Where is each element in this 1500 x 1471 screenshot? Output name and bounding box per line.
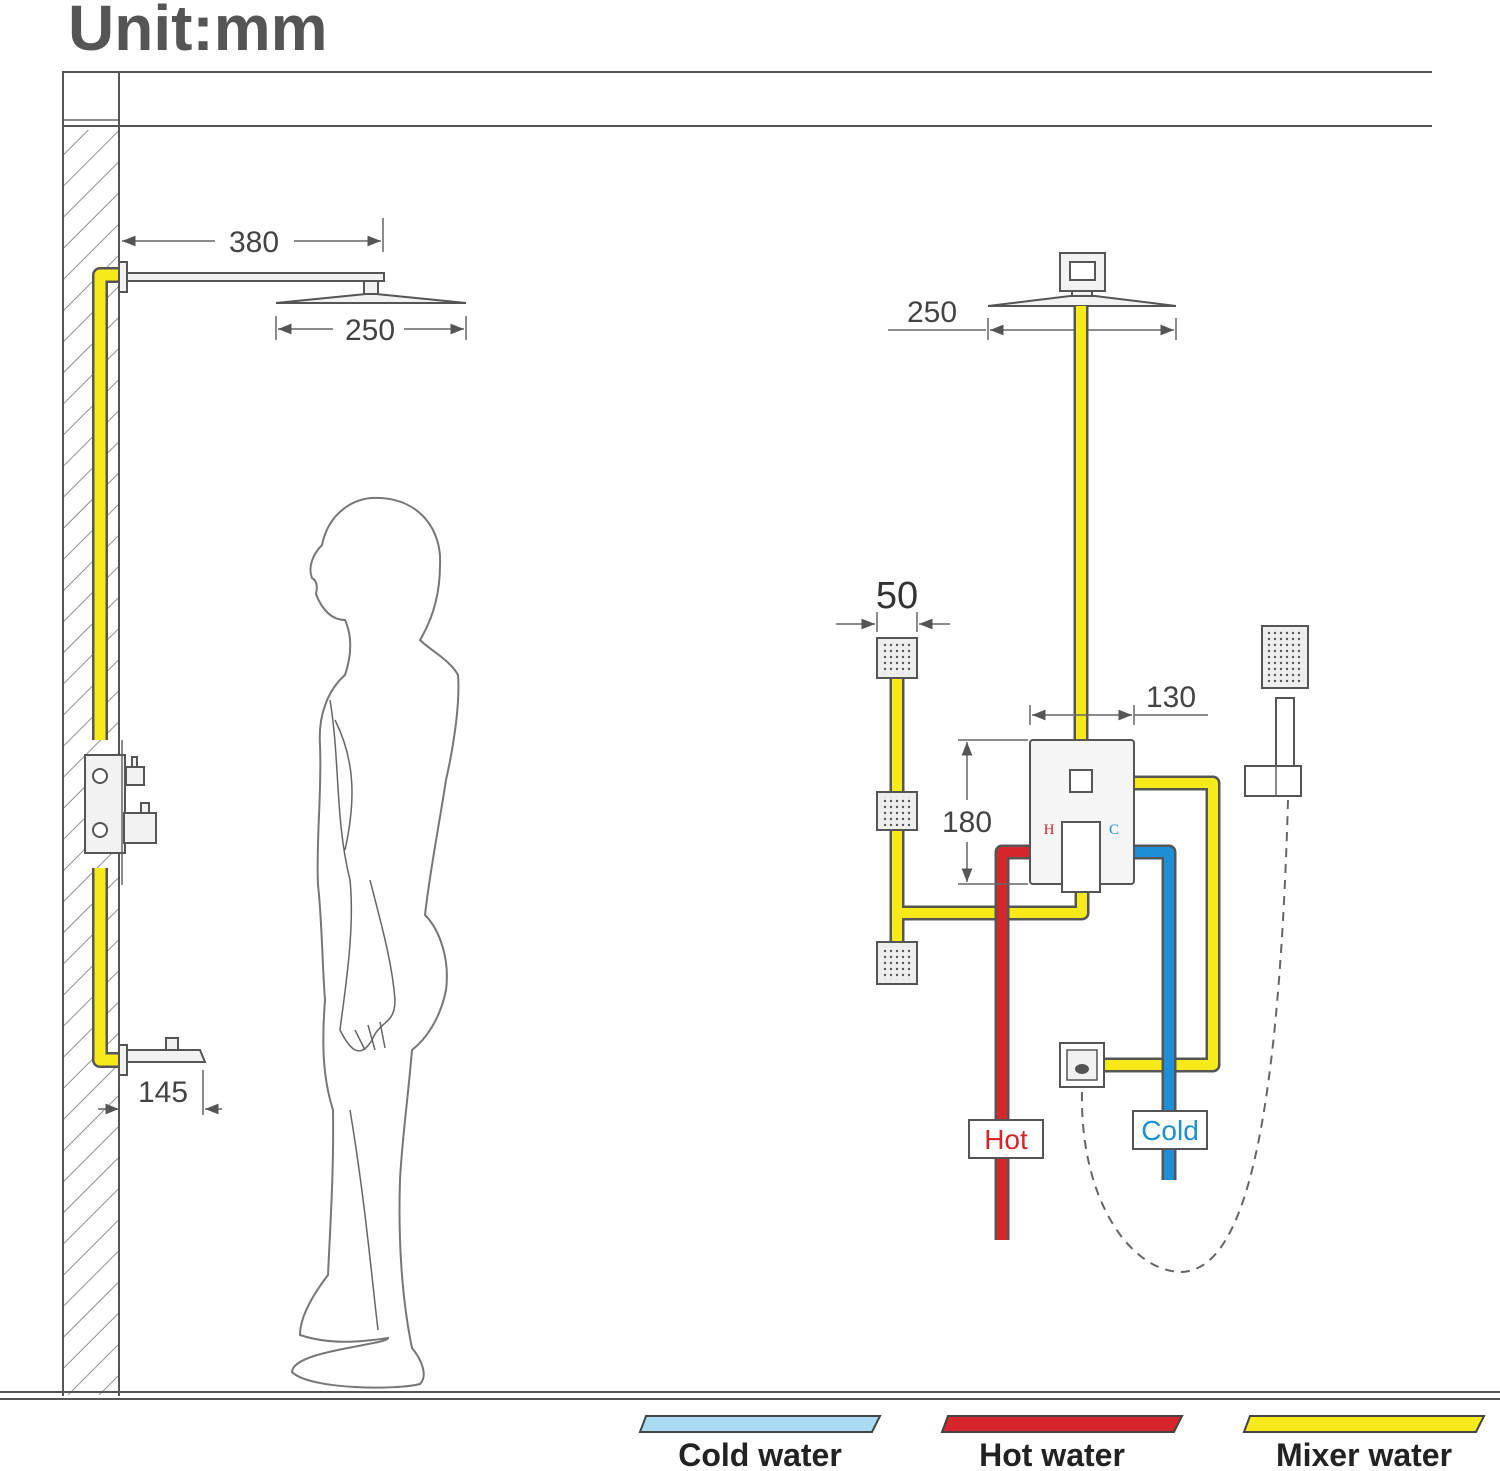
legend: Cold water Hot water Mixer water — [638, 1415, 1486, 1471]
dim-valve-width: 130 — [1029, 681, 1208, 725]
dim-front-head-width-label: 250 — [907, 296, 957, 329]
cold-pipe — [1134, 844, 1177, 1180]
dim-side-head-width-label: 250 — [345, 314, 395, 347]
side-valve — [84, 740, 157, 885]
dim-arm-length-label: 380 — [229, 226, 279, 259]
body-jet-top — [876, 637, 918, 679]
dim-body-jet-label: 50 — [876, 575, 918, 617]
dim-spout-depth-label: 145 — [138, 1076, 188, 1109]
legend-hot-water: Hot water — [940, 1415, 1184, 1471]
mixer-pipes — [889, 306, 1221, 1073]
valve-cold-label: C — [1109, 822, 1119, 838]
dim-arm-length: 380 — [122, 218, 384, 259]
legend-cold-water-label: Cold water — [678, 1437, 842, 1471]
dim-valve-height-label: 180 — [942, 806, 992, 839]
dim-front-head-width: 250 — [888, 296, 1177, 340]
body-jet-middle — [876, 791, 918, 831]
floor — [0, 1391, 1500, 1400]
side-tub-spout — [118, 1037, 207, 1076]
dim-valve-width-label: 130 — [1146, 681, 1196, 714]
legend-cold-water: Cold water — [638, 1415, 882, 1471]
hose-dashed — [1080, 799, 1289, 1274]
dim-spout-depth: 145 — [98, 1070, 222, 1115]
legend-mixer-water: Mixer water — [1242, 1415, 1486, 1471]
ceiling — [62, 71, 1432, 127]
hot-tag-label: Hot — [984, 1124, 1028, 1155]
dim-body-jet: 50 — [836, 575, 950, 632]
valve-hot-label: H — [1044, 822, 1055, 838]
unit-title: Unit:mm — [68, 0, 328, 64]
front-shower-head — [987, 252, 1177, 307]
body-jet-bottom — [876, 941, 918, 985]
cold-tag-label: Cold — [1141, 1115, 1199, 1146]
front-valve: H C — [1029, 739, 1135, 893]
handheld-outlet — [1059, 1042, 1105, 1088]
legend-mixer-water-label: Mixer water — [1276, 1437, 1452, 1471]
hot-pipe — [994, 844, 1030, 1240]
human-figure — [290, 496, 460, 1389]
side-shower-arm — [118, 261, 467, 304]
dim-valve-height: 180 — [942, 739, 1028, 885]
dim-side-head-width: 250 — [275, 314, 467, 347]
side-mixer-pipe — [92, 267, 122, 1068]
cold-tag: Cold — [1132, 1110, 1208, 1150]
hot-tag: Hot — [968, 1119, 1044, 1159]
hand-shower — [1244, 625, 1309, 797]
legend-hot-water-label: Hot water — [979, 1437, 1125, 1471]
